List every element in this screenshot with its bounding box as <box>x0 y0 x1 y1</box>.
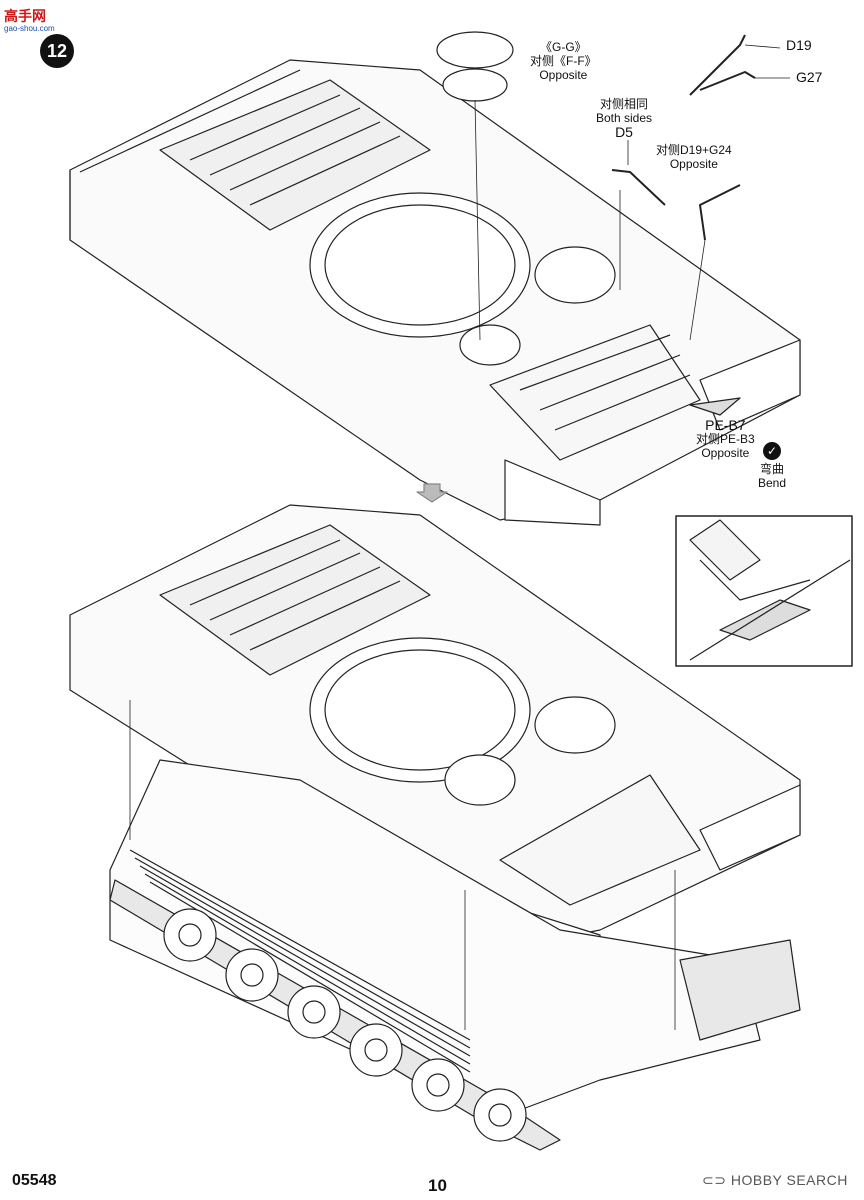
watermark-icon: ⊂⊃ <box>702 1172 731 1188</box>
step-number-badge: 12 <box>40 34 74 68</box>
label-ff-opposite: Opposite <box>539 68 588 82</box>
label-bend-en: Bend <box>758 476 787 490</box>
label-both-sides-cn: 对侧相同 <box>600 97 649 111</box>
rod-part-d5 <box>611 140 666 290</box>
handle-parts-d19-g27 <box>689 34 790 96</box>
label-bend-group: ✓ 弯曲 Bend <box>758 442 786 490</box>
label-peb7-text: PE-B7 <box>705 417 746 433</box>
label-g27: G27 <box>796 70 822 84</box>
label-bend-cn: 弯曲 <box>760 462 785 476</box>
label-both-sides-en: Both sides <box>596 111 653 125</box>
label-ff-text: 对侧《F-F》 <box>530 54 597 68</box>
label-d19g24-opposite: Opposite <box>669 157 718 171</box>
page-number: 10 <box>428 1176 447 1195</box>
site-logo-text: 高手网 <box>4 8 46 24</box>
road-wheels <box>163 908 527 1142</box>
step-number: 12 <box>46 40 68 61</box>
label-d5-group: 对侧相同 Both sides D5 <box>596 97 652 139</box>
label-peb3-opposite: Opposite <box>701 446 750 460</box>
label-d19g24-text: 对侧D19+G24 <box>656 143 732 157</box>
site-logo: 高手网 gao-shou.com <box>4 6 55 33</box>
watermark-text: HOBBY SEARCH <box>730 1172 848 1188</box>
bend-icon: ✓ <box>763 442 782 460</box>
label-d19: D19 <box>786 38 812 52</box>
label-g27-text: G27 <box>796 69 823 85</box>
label-d19g24-group: 对侧D19+G24 Opposite <box>656 143 732 171</box>
watermark: ⊂⊃ HOBBY SEARCH <box>702 1172 848 1189</box>
bend-detail-inset <box>675 515 853 667</box>
assembly-guide-lines <box>129 700 676 1030</box>
upper-hull-top-view <box>69 59 801 526</box>
label-gg: 《G-G》 对侧《F-F》 Opposite <box>530 40 597 82</box>
label-d5-text: D5 <box>615 124 633 140</box>
label-peb7-group: PE-B7 对侧PE-B3 Opposite <box>696 418 755 460</box>
hatch-part-gg <box>436 31 514 341</box>
label-peb3-text: 对侧PE-B3 <box>696 432 755 446</box>
label-d19-text: D19 <box>786 37 812 53</box>
product-code: 05548 <box>12 1172 57 1189</box>
site-logo-subtext: gao-shou.com <box>4 24 55 33</box>
label-gg-text: 《G-G》 <box>540 40 587 54</box>
down-arrow-icon <box>416 483 448 503</box>
hook-part-d19g24 <box>689 184 741 341</box>
